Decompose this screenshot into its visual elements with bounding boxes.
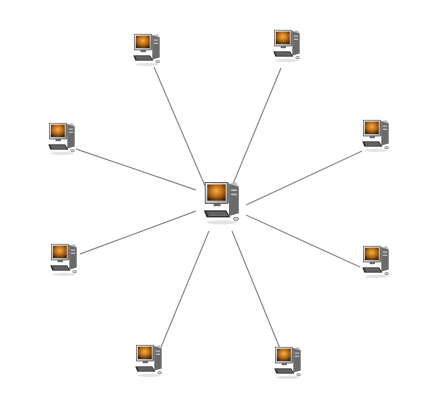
desktop-computer-icon [272,29,301,63]
link-right-upper [245,150,363,206]
link-left-upper [75,148,197,191]
link-left-lower [79,210,197,255]
link-bottom-right [231,230,282,352]
desktop-computer-icon [273,346,302,380]
desktop-computer-icon [361,245,390,279]
desktop-computer-icon [134,344,163,378]
link-bottom-left [158,230,210,353]
desktop-computer-icon [47,122,76,156]
desktop-computer-icon [361,119,390,153]
desktop-computer-icon [49,243,78,277]
links [75,66,363,353]
link-right-lower [245,214,361,268]
hub-computer [203,181,240,226]
desktop-computer-icon [203,181,240,226]
desktop-computer-icon [132,33,161,67]
link-top-right [232,67,282,185]
link-top-left [153,66,206,187]
